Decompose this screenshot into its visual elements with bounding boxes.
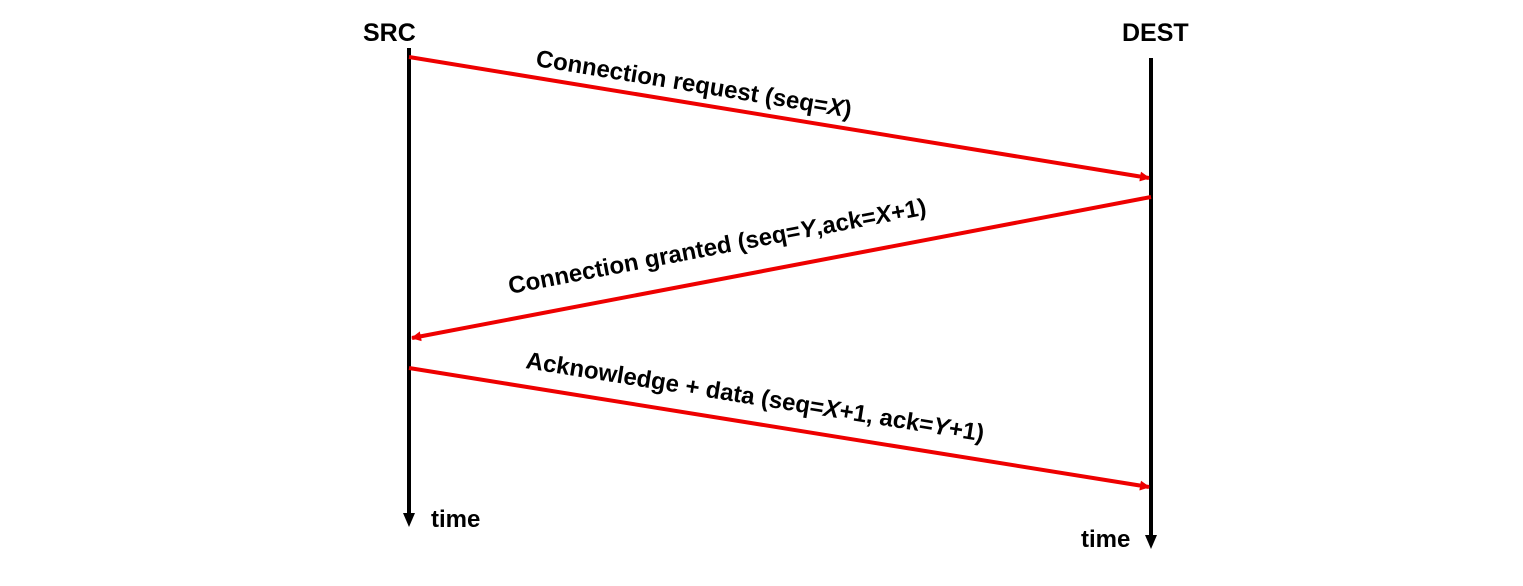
message-label-connection-granted: Connection granted (seq=Y,ack=X+1) (506, 194, 928, 300)
message-arrow-acknowledge-data (408, 366, 1150, 491)
dest-time-label: time (1081, 526, 1130, 553)
src-time-arrowhead (403, 513, 415, 527)
src-time-label: time (431, 506, 480, 533)
dest-time-arrowhead (1145, 535, 1157, 549)
src-label: SRC (363, 19, 416, 47)
dest-label: DEST (1122, 19, 1189, 47)
message-arrow-connection-granted (411, 195, 1152, 342)
message-arrow-connection-request (408, 55, 1150, 182)
